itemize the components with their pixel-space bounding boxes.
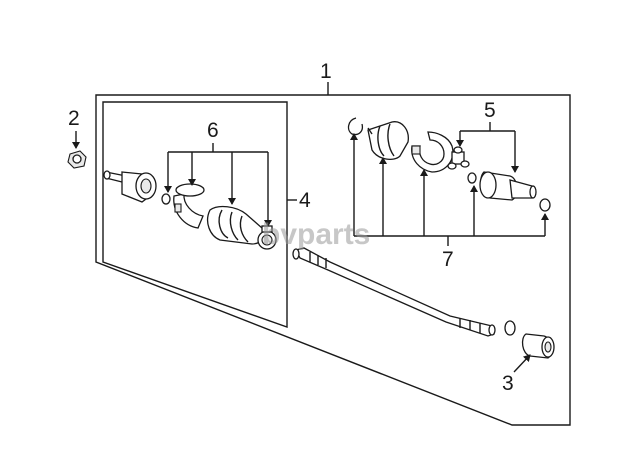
cv-boot-part	[206, 205, 265, 245]
callout-5: 5	[484, 99, 496, 122]
snap-ring-part	[161, 193, 171, 205]
inner-cv-housing-part	[479, 171, 537, 201]
outer-cv-joint-part	[103, 170, 157, 203]
tripod-joint-part	[447, 146, 470, 170]
sub-assembly-outline	[102, 101, 288, 328]
inner-bearing-part	[521, 333, 555, 359]
right-boot-clamp-part	[411, 131, 454, 173]
right-cv-boot-part	[367, 121, 409, 161]
callout-3: 3	[502, 372, 514, 395]
shaft-seal-part	[504, 320, 516, 336]
axle-shaft-part	[292, 247, 496, 337]
callout-1: 1	[320, 60, 332, 83]
callout-6: 6	[207, 119, 219, 142]
end-ring-part	[539, 198, 551, 212]
right-ring-part	[467, 172, 477, 184]
callout-2: 2	[68, 107, 80, 130]
boot-clamp-part	[173, 183, 205, 229]
callout-3-leader	[513, 354, 531, 373]
axle-nut-part	[67, 150, 87, 169]
inner-joint-ring-part	[257, 225, 277, 250]
right-snap-ring-part	[347, 117, 364, 136]
watermark: bvparts	[262, 218, 370, 251]
callout-4: 4	[299, 189, 311, 212]
callout-7: 7	[442, 248, 454, 271]
assembly-outline	[95, 94, 571, 426]
